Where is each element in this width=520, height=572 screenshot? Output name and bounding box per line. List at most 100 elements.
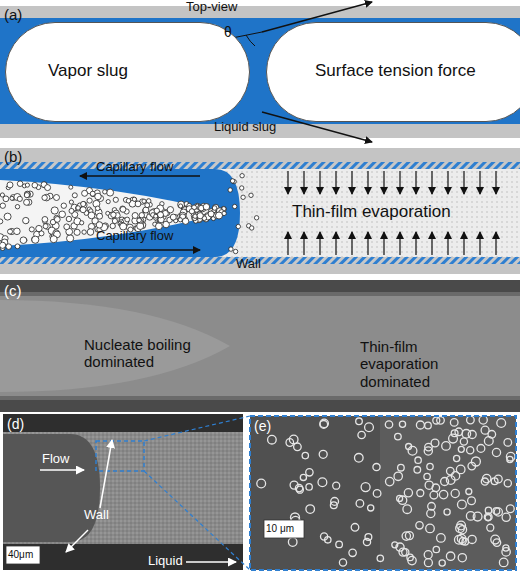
bubble-ring (294, 443, 302, 451)
bubble-ring (451, 489, 459, 497)
bubble (54, 217, 60, 223)
bubble-ring (408, 446, 417, 455)
bubble (178, 201, 185, 208)
evaporation-arrows (288, 171, 496, 255)
bubble (178, 218, 182, 222)
bubble (249, 193, 253, 197)
evaporation-arrow (287, 171, 288, 194)
evaporation-arrow (415, 171, 416, 194)
bubble-ring (358, 431, 365, 438)
bubble (126, 199, 131, 204)
bubble (132, 197, 136, 201)
bubble (95, 193, 102, 200)
bubble (0, 242, 6, 248)
bubble (241, 195, 245, 199)
bubble (240, 174, 244, 178)
bubble (97, 213, 103, 219)
bubble-ring (319, 450, 327, 458)
evaporation-arrow (367, 232, 368, 255)
bubble-ring (437, 534, 446, 543)
bubble (125, 217, 130, 222)
bubble-ring (449, 434, 458, 443)
bubble (209, 211, 214, 216)
bubble-ring (318, 478, 327, 487)
bubble-ring (467, 447, 474, 454)
evaporation-arrow (447, 232, 448, 255)
bubble-ring (394, 472, 402, 480)
evaporation-arrow (463, 232, 464, 255)
bubble-ring (485, 515, 491, 521)
bubble (142, 199, 146, 203)
bubble (120, 207, 126, 213)
bubble (135, 201, 141, 207)
bubble (32, 182, 38, 188)
bubble (3, 196, 9, 202)
bubble (8, 229, 13, 234)
vapor-slug: Vapor slug (5, 22, 250, 122)
bubble (45, 185, 51, 191)
flow-label: Flow (42, 452, 69, 467)
liquid-label: Liquid (148, 554, 183, 569)
liquid-label: Liquid slug (214, 120, 276, 135)
evaporation-arrow (303, 232, 304, 255)
bubble (113, 197, 118, 202)
evaporation-arrow (383, 171, 384, 194)
bubble (82, 190, 88, 196)
bubble-ring (484, 437, 493, 446)
bubble-ring (425, 422, 432, 429)
bubble (154, 214, 158, 218)
bubble-ring (430, 491, 438, 499)
bubble-ring (386, 477, 394, 485)
bubble-ring (356, 500, 364, 508)
bubble-ring (504, 439, 512, 447)
scale-bar-label: 40μm (8, 549, 33, 561)
bubble-ring (468, 535, 476, 543)
bubble (236, 224, 240, 228)
bubble-ring (424, 473, 430, 479)
bubble-ring (403, 505, 412, 514)
bubble (103, 190, 107, 194)
panel-letter: (c) (4, 282, 22, 299)
evaporation-arrow (495, 171, 496, 194)
bubble (145, 203, 150, 208)
evaporation-arrow (495, 232, 496, 255)
bubble-ring (402, 532, 410, 540)
bubble-ring (433, 546, 439, 552)
bubble (25, 183, 29, 187)
bubble (143, 207, 149, 213)
bubble-rings (257, 416, 515, 567)
bubble (228, 188, 232, 192)
panel-e-photo (250, 416, 516, 570)
bubble (17, 181, 23, 187)
bubble (197, 213, 203, 219)
bubble (39, 231, 44, 236)
bubble-ring (321, 533, 328, 540)
bubble-ring (377, 555, 383, 561)
bubble-ring (494, 508, 502, 516)
bubble-ring (361, 483, 370, 492)
region-label: Nucleate boiling dominated (84, 336, 224, 371)
bubble-ring (458, 500, 467, 509)
bubble (69, 200, 73, 204)
evaporation-arrow (367, 171, 368, 194)
evaporation-arrow (463, 171, 464, 194)
bubble-ring (336, 541, 343, 548)
bubble-ring (331, 498, 339, 506)
bubble-ring (300, 474, 306, 480)
bubble-ring (460, 438, 467, 445)
bubble (90, 191, 95, 196)
bubble-ring (351, 524, 359, 532)
bubble-ring (416, 421, 424, 429)
bubble (59, 211, 66, 218)
bubble (137, 218, 142, 223)
bubble (216, 212, 223, 219)
bubble-ring (506, 452, 515, 461)
bubble-ring (454, 455, 460, 461)
wall-label: Wall (84, 508, 109, 523)
evaporation-arrow (431, 232, 432, 255)
bubble-ring (427, 463, 433, 469)
bubble-ring (349, 549, 356, 556)
bubble (254, 216, 258, 220)
evaporation-arrow (399, 232, 400, 255)
bubble (64, 224, 70, 230)
